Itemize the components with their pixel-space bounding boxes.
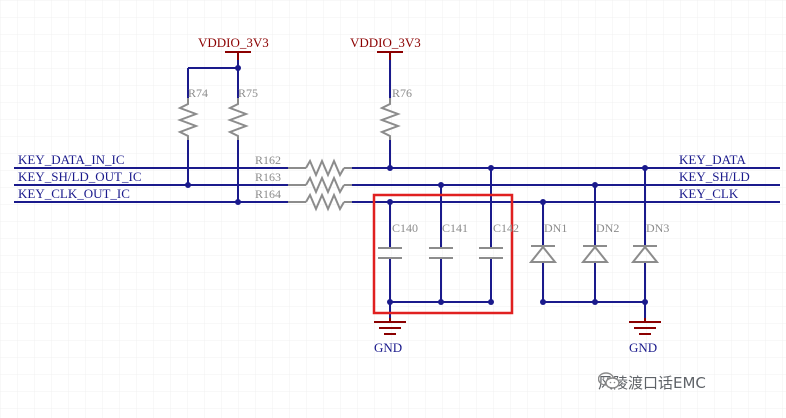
watermark: 风陵渡口话EMC: [598, 372, 706, 393]
junction-dot: [488, 299, 494, 305]
diode-dn2: [580, 245, 610, 263]
junction-dot: [540, 299, 546, 305]
junction-dot: [235, 199, 241, 205]
ground-symbol-right: [629, 318, 661, 335]
junction-dot: [540, 199, 546, 205]
refdes-c140: C140: [392, 221, 418, 235]
junction-dot: [592, 299, 598, 305]
wechat-icon: [598, 372, 620, 389]
junction-dot: [235, 65, 241, 71]
ground-label-left: GND: [374, 340, 402, 355]
refdes-dn3: DN3: [646, 221, 669, 235]
capacitor-c140: [378, 247, 402, 259]
resistor-r75: [227, 98, 249, 140]
junction-dot: [185, 182, 191, 188]
diode-dn1: [528, 245, 558, 263]
diode-dn3: [630, 245, 660, 263]
junction-dot: [438, 299, 444, 305]
resistor-r76: [379, 98, 401, 140]
refdes-r76: R76: [392, 86, 412, 100]
refdes-c141: C141: [442, 221, 468, 235]
junction-dot: [642, 165, 648, 171]
power-symbol-left: [225, 51, 251, 60]
junction-dot: [387, 299, 393, 305]
ground-symbol-left: [374, 318, 406, 335]
refdes-dn1: DN1: [544, 221, 567, 235]
refdes-r164: R164: [255, 187, 281, 201]
net-label-key-data: KEY_DATA: [679, 152, 746, 167]
watermark-text: 风陵渡口话EMC: [598, 374, 706, 392]
power-label-right: VDDIO_3V3: [350, 35, 421, 50]
capacitor-c141: [429, 247, 453, 259]
net-label-key-clk-out: KEY_CLK_OUT_IC: [18, 186, 130, 201]
resistor-r163: [305, 175, 345, 195]
resistor-r164: [305, 192, 345, 212]
refdes-dn2: DN2: [596, 221, 619, 235]
resistor-r162: [305, 158, 345, 178]
capacitor-c142: [479, 247, 503, 259]
junction-dot: [642, 299, 648, 305]
junction-dot: [387, 199, 393, 205]
net-label-key-data-in: KEY_DATA_IN_IC: [18, 152, 125, 167]
highlight-box-capacitors: [372, 193, 514, 315]
refdes-c142: C142: [493, 221, 519, 235]
junction-dot: [438, 182, 444, 188]
net-label-key-shld: KEY_SH/LD: [679, 169, 750, 184]
refdes-r74: R74: [188, 86, 208, 100]
net-label-key-clk: KEY_CLK: [679, 186, 739, 201]
junction-dot: [592, 182, 598, 188]
refdes-r163: R163: [255, 170, 281, 184]
junction-dot: [387, 165, 393, 171]
junction-dot: [488, 165, 494, 171]
refdes-r162: R162: [255, 153, 281, 167]
ground-label-right: GND: [629, 340, 657, 355]
power-label-left: VDDIO_3V3: [198, 35, 269, 50]
power-symbol-right: [377, 51, 403, 60]
net-label-key-shld-out: KEY_SH/LD_OUT_IC: [18, 169, 142, 184]
refdes-r75: R75: [238, 86, 258, 100]
resistor-r74: [177, 98, 199, 140]
